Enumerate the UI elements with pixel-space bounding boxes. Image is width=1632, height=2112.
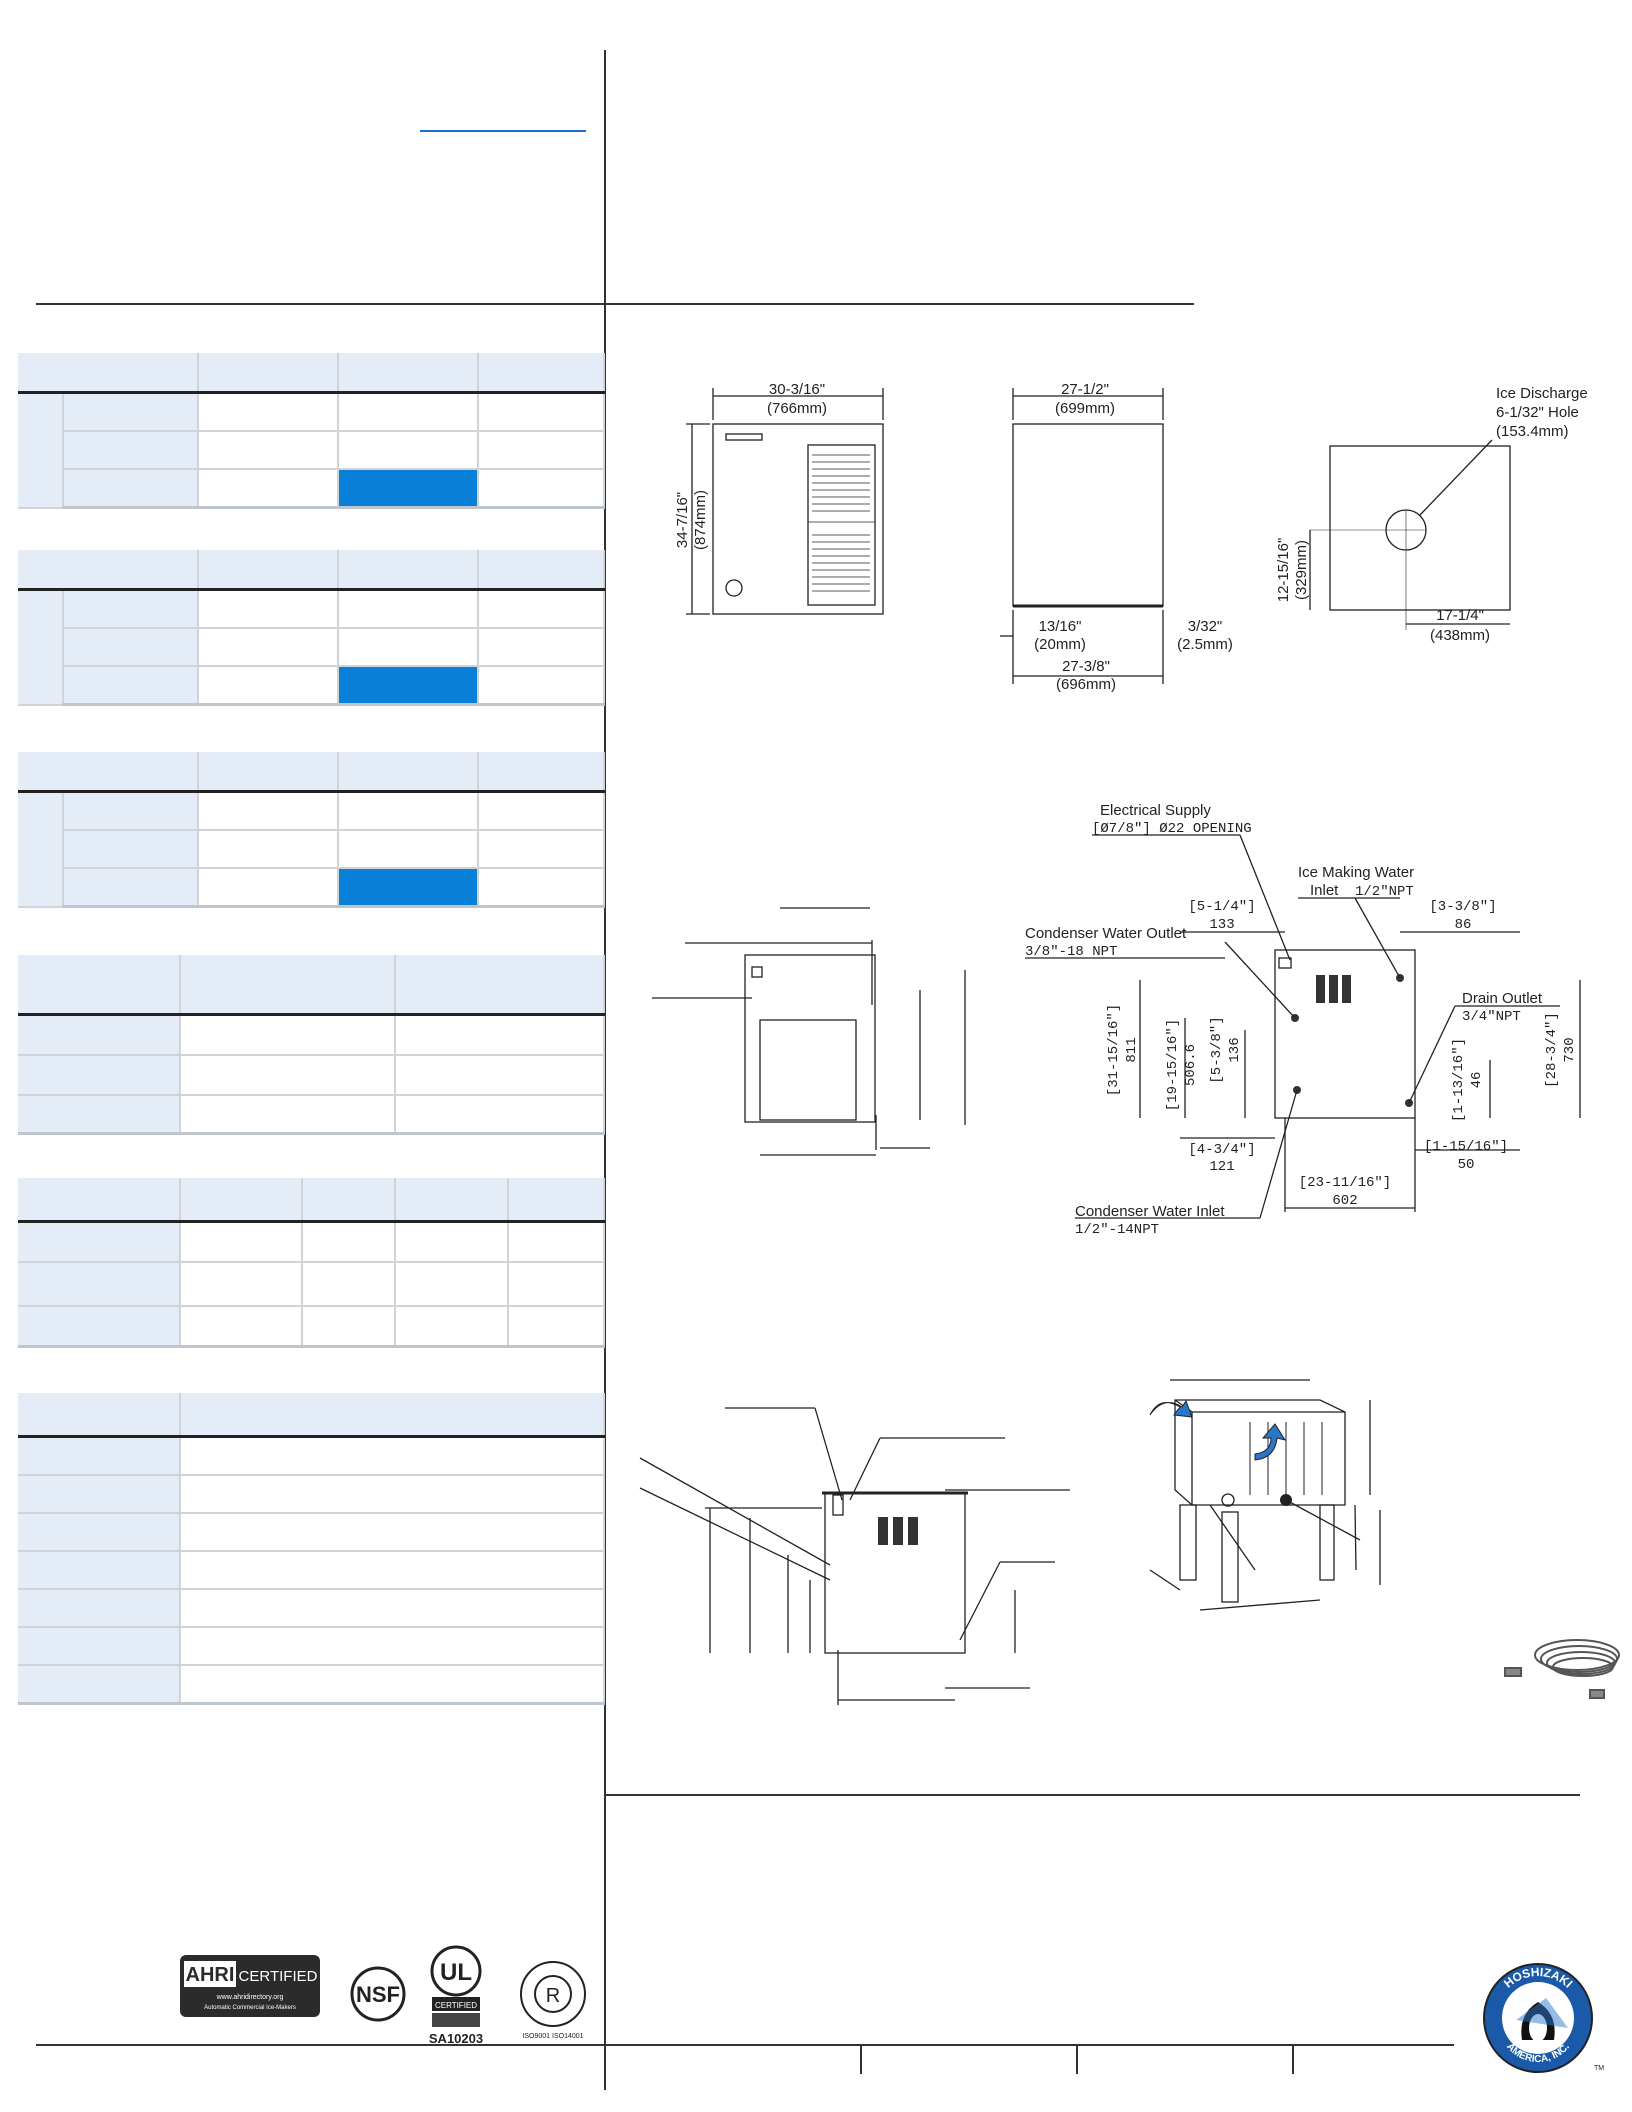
side-connections-drawing (652, 907, 966, 1156)
top-depth-mm: (329mm) (1293, 540, 1310, 600)
rear-v5-mm: 730 (1562, 1037, 1578, 1062)
condenser-inlet-label: Condenser Water Inlet (1075, 1203, 1225, 1220)
drain-outlet-label: Drain Outlet (1462, 990, 1543, 1007)
rear-dim-b-in: [3-3/8"] (1429, 899, 1496, 915)
highlight-cell (338, 469, 479, 509)
rear-v2-in: [19-15/16"] (1165, 1019, 1181, 1111)
spec-table-3 (18, 752, 605, 908)
svg-text:SA10203: SA10203 (429, 2031, 483, 2046)
rear-h3-mm: 602 (1332, 1193, 1357, 1209)
top-width-in: 17-1/4" (1436, 607, 1484, 624)
ice-discharge-label: Ice Discharge (1496, 385, 1588, 402)
svg-text:CERTIFIED: CERTIFIED (435, 2001, 477, 2010)
rear-h2-mm: 50 (1458, 1157, 1475, 1173)
rear-v3-mm: 136 (1227, 1037, 1243, 1062)
link-underline[interactable] (420, 130, 586, 132)
condenser-outlet-npt: 3/8"-18 NPT (1025, 944, 1117, 960)
svg-text:AHRI: AHRI (186, 1964, 235, 1986)
side-base-mm: (696mm) (1056, 676, 1116, 693)
rear-dim-b-mm: 86 (1455, 917, 1472, 933)
svg-text:NSF: NSF (356, 1982, 400, 2007)
svg-text:TM: TM (1594, 2065, 1604, 2072)
condenser-outlet-label: Condenser Water Outlet (1025, 925, 1187, 942)
electrical-opening-label: [Ø7/8"] Ø22 OPENING (1092, 821, 1252, 837)
right-header-rule (604, 303, 1194, 305)
svg-text:CERTIFIED: CERTIFIED (239, 1968, 318, 1985)
side-lip-mm: (2.5mm) (1177, 636, 1233, 653)
footer-divider-1 (860, 2044, 862, 2074)
svg-text:www.ahridirectory.org: www.ahridirectory.org (216, 1994, 284, 2001)
rear-h2-in: [1-15/16"] (1424, 1139, 1508, 1155)
front-view-drawing: 30-3/16" (766mm) 34-7/16" (874mm) (674, 381, 884, 615)
rear-v1-in: [31-15/16"] (1106, 1004, 1122, 1096)
svg-text:Automatic Commercial Ice-Maker: Automatic Commercial Ice-Makers (204, 2005, 296, 2011)
rear-h1-in: [4-3/4"] (1188, 1142, 1255, 1158)
side-depth-mm: (699mm) (1055, 400, 1115, 417)
electrical-supply-label: Electrical Supply (1100, 802, 1211, 819)
iso-badge: R ISO9001 ISO14001 (515, 1960, 595, 2040)
front-width-in: 30-3/16" (769, 381, 825, 398)
rear-v1-mm: 811 (1124, 1037, 1140, 1062)
rear-h1-mm: 121 (1209, 1159, 1234, 1175)
spec-table-1 (18, 353, 605, 509)
ice-water-inlet: Inlet (1310, 882, 1339, 899)
rear-dim-a-in: [5-1/4"] (1188, 899, 1255, 915)
spec-table-6 (18, 1393, 605, 1705)
footer-divider-3 (1292, 2044, 1294, 2074)
ice-discharge-mm: (153.4mm) (1496, 423, 1569, 440)
side-base-in: 27-3/8" (1062, 658, 1110, 675)
ahri-certified-badge: AHRI CERTIFIED www.ahridirectory.org Aut… (180, 1955, 320, 2017)
spec-table-4 (18, 955, 605, 1135)
ice-bin-isometric (1149, 1379, 1381, 1611)
hose-illustration (1504, 1639, 1620, 1699)
nsf-badge: NSF (350, 1966, 406, 2022)
ice-water-npt: 1/2"NPT (1355, 884, 1414, 900)
right-footer-rule (604, 1794, 1580, 1796)
bottom-rear-drawing (639, 1407, 1070, 1705)
side-view-drawing: 27-1/2" (699mm) 13/16" (20mm) 3/32" (2.5… (1000, 381, 1233, 693)
rear-v3-in: [5-3/8"] (1209, 1016, 1225, 1083)
rear-h3-in: [23-11/16"] (1299, 1175, 1391, 1191)
svg-text:R: R (546, 1985, 560, 2007)
column-divider (604, 50, 606, 2090)
top-depth-in: 12-15/16" (1275, 538, 1292, 603)
rear-v4-in: [1-13/16"] (1451, 1038, 1467, 1122)
top-width-mm: (438mm) (1430, 627, 1490, 644)
side-offset-in: 13/16" (1039, 618, 1082, 635)
footer-divider-2 (1076, 2044, 1078, 2074)
side-depth-in: 27-1/2" (1061, 381, 1109, 398)
rear-v4-mm: 46 (1469, 1072, 1485, 1089)
ul-certified-badge: UL CERTIFIED SA10203 (428, 1945, 484, 2047)
spec-table-2 (18, 550, 605, 706)
svg-text:ISO9001 ISO14001: ISO9001 ISO14001 (522, 2033, 583, 2040)
drain-outlet-npt: 3/4"NPT (1462, 1009, 1521, 1025)
highlight-cell (338, 868, 479, 908)
top-view-drawing: Ice Discharge 6-1/32" Hole (153.4mm) 12-… (1275, 385, 1588, 644)
rear-v5-in: [28-3/4"] (1544, 1012, 1560, 1088)
ice-water-label: Ice Making Water (1298, 864, 1414, 881)
svg-text:UL: UL (440, 1959, 472, 1986)
rear-view-drawing: Electrical Supply [Ø7/8"] Ø22 OPENING Ic… (1025, 802, 1581, 1238)
hoshizaki-logo: HOSHIZAKI AMERICA, INC. TM (1478, 1960, 1608, 2075)
front-height-in: 34-7/16" (674, 492, 691, 548)
rear-v2-mm: 506.6 (1183, 1044, 1199, 1086)
side-lip-in: 3/32" (1188, 618, 1223, 635)
highlight-cell (338, 666, 479, 706)
ice-discharge-hole: 6-1/32" Hole (1496, 404, 1579, 421)
side-offset-mm: (20mm) (1034, 636, 1086, 653)
rear-dim-a-mm: 133 (1209, 917, 1234, 933)
front-width-mm: (766mm) (767, 400, 827, 417)
spec-table-5 (18, 1178, 605, 1348)
front-height-mm: (874mm) (692, 490, 709, 550)
bottom-rule (36, 2044, 1454, 2046)
left-header-rule (36, 303, 604, 305)
condenser-inlet-npt: 1/2"-14NPT (1075, 1222, 1159, 1238)
